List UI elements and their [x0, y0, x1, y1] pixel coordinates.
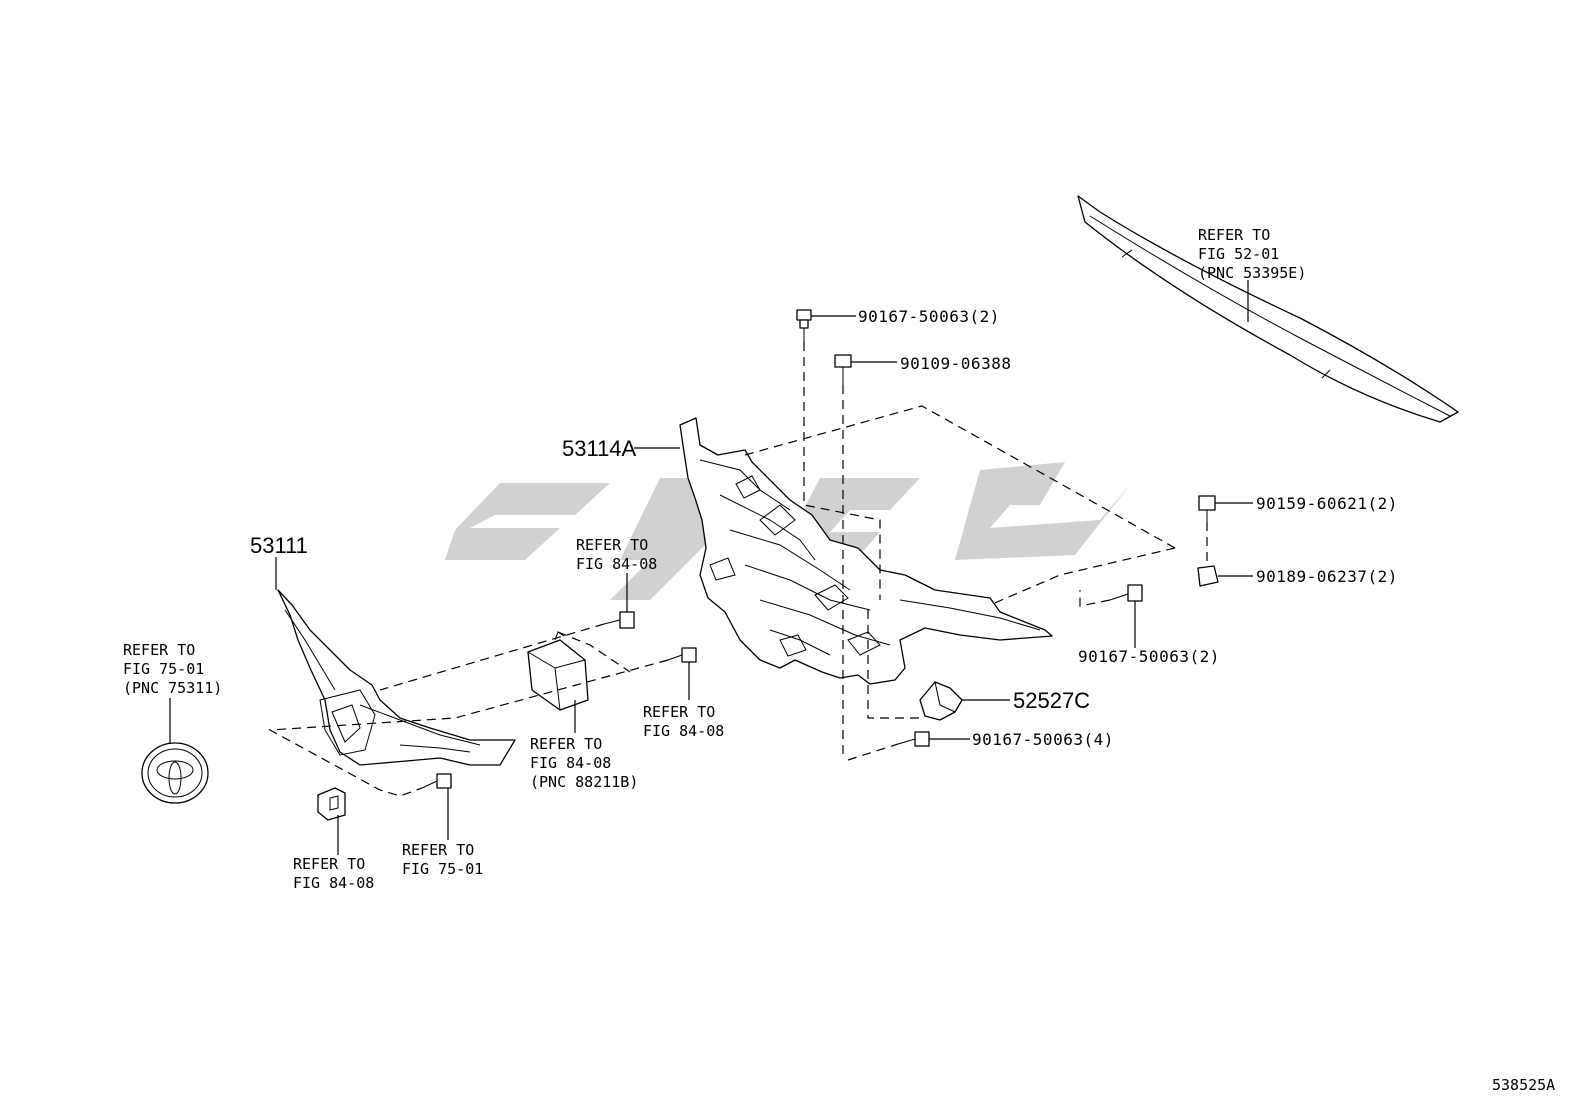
label-emblem-ref: REFER TO FIG 75-01 (PNC 75311): [123, 641, 222, 697]
ref-8408-c-line-1: REFER TO: [293, 855, 365, 873]
label-trim-ref: REFER TO FIG 52-01 (PNC 53395E): [1198, 226, 1306, 282]
bolt-bottom: [897, 731, 930, 747]
label-bolt-right-b: 90167-50063(2): [1078, 647, 1220, 666]
diagram-id: 538525A: [1492, 1076, 1555, 1094]
ref-8408-b-line-2: FIG 84-08: [643, 722, 724, 740]
label-bolt-second: 90109-06388: [900, 354, 1011, 373]
bolt-right-a: [1198, 495, 1216, 522]
assembly-lines: [267, 342, 1208, 797]
leader-lines: [169, 315, 1253, 855]
label-bracket-53114a: 53114A: [562, 436, 637, 461]
trim-ref-line-1: REFER TO: [1198, 226, 1270, 244]
label-bolt-bottom: 90167-50063(4): [972, 730, 1114, 749]
ref-8408-b-line-1: REFER TO: [643, 703, 715, 721]
ref-8408-a-line-2: FIG 84-08: [576, 555, 657, 573]
emblem-ref-line-1: REFER TO: [123, 641, 195, 659]
ref-7501-line-2: FIG 75-01: [402, 860, 483, 878]
bolt-ref-c: [421, 773, 452, 789]
emblem: [141, 742, 209, 804]
grille: [277, 589, 516, 766]
emblem-ref-line-2: FIG 75-01: [123, 660, 204, 678]
label-ref-8408-a: REFER TO FIG 84-08: [576, 536, 657, 573]
bolt-second: [834, 354, 852, 385]
ref-8408-a-line-1: REFER TO: [576, 536, 648, 554]
label-bolt-right-a: 90159-60621(2): [1256, 494, 1398, 513]
radiator-support-bracket: [679, 417, 1053, 685]
label-bracket-52527c: 52527C: [1013, 688, 1090, 713]
label-ref-8408-b: REFER TO FIG 84-08: [643, 703, 724, 740]
bolt-ref-b: [667, 647, 697, 663]
bracket-52527c: [919, 681, 963, 721]
label-clip-right: 90189-06237(2): [1256, 567, 1398, 586]
bolt-right-b: [1109, 584, 1143, 602]
label-ref-sensor: REFER TO FIG 84-08 (PNC 88211B): [530, 735, 638, 791]
bolt-ref-a: [603, 611, 635, 629]
watermark-logo: [445, 462, 1130, 600]
ref-sensor-line-2: FIG 84-08: [530, 754, 611, 772]
label-grille-53111: 53111: [250, 533, 308, 558]
label-bolt-top: 90167-50063(2): [858, 307, 1000, 326]
label-ref-7501: REFER TO FIG 75-01: [402, 841, 483, 878]
emblem-ref-line-3: (PNC 75311): [123, 679, 222, 697]
ref-sensor-line-3: (PNC 88211B): [530, 773, 638, 791]
ref-7501-line-1: REFER TO: [402, 841, 474, 859]
sensor-module: [527, 631, 589, 711]
clip-right: [1197, 565, 1219, 587]
bolt-top: [796, 309, 812, 342]
trim-ref-line-3: (PNC 53395E): [1198, 264, 1306, 282]
ref-8408-c-line-2: FIG 84-08: [293, 874, 374, 892]
clip-lower-left: [317, 787, 346, 821]
trim-ref-line-2: FIG 52-01: [1198, 245, 1279, 263]
ref-sensor-line-1: REFER TO: [530, 735, 602, 753]
label-ref-8408-c: REFER TO FIG 84-08: [293, 855, 374, 892]
trim-strip: [1077, 195, 1459, 423]
